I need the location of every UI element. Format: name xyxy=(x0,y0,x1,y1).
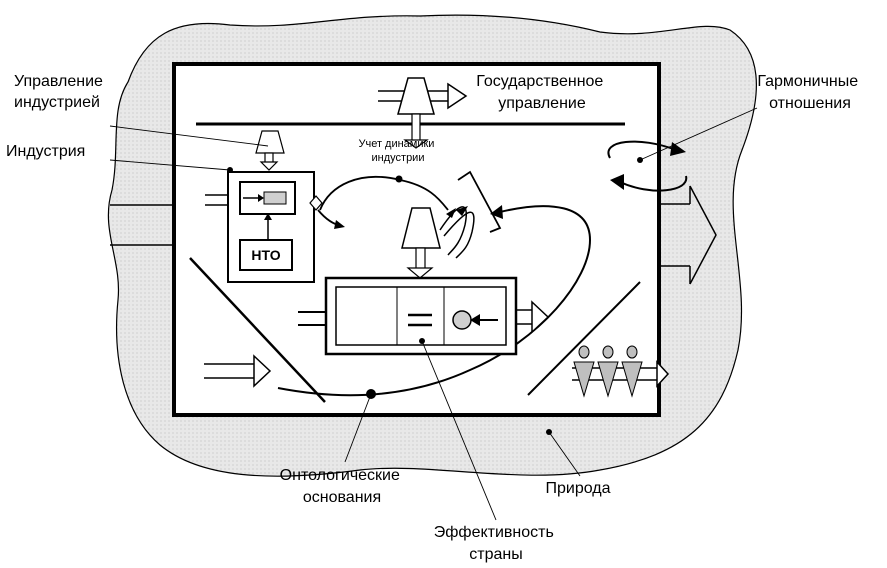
nto-label: НТО xyxy=(251,247,280,263)
state-management-valve-icon xyxy=(378,77,468,149)
industry-output-icon xyxy=(309,195,323,211)
industry-dynamics-label: Учет динамики индустрии xyxy=(358,138,437,164)
country-output-arrow-icon xyxy=(659,185,717,285)
country-efficiency-label: Эффективность страны xyxy=(434,524,559,563)
efficiency-node-icon xyxy=(452,310,472,330)
ontological-foundations-label: Онтологические основания xyxy=(280,467,405,506)
bottom-left-arrow-icon xyxy=(204,354,272,388)
central-valve-icon xyxy=(401,207,441,279)
industry-inner-element xyxy=(263,191,287,205)
nature-label: Природа xyxy=(545,480,610,497)
people-icon xyxy=(572,345,670,398)
industry-label: Индустрия xyxy=(6,143,85,160)
state-management-label: Государственное управление xyxy=(476,73,608,112)
industry-management-valve-icon xyxy=(255,130,285,171)
industry-management-label: Управление индустрией xyxy=(14,73,107,111)
nto-box xyxy=(239,239,293,271)
harmonic-relations-label: Гармоничные отношения xyxy=(757,73,862,112)
harmonic-relations-icon xyxy=(607,140,688,192)
